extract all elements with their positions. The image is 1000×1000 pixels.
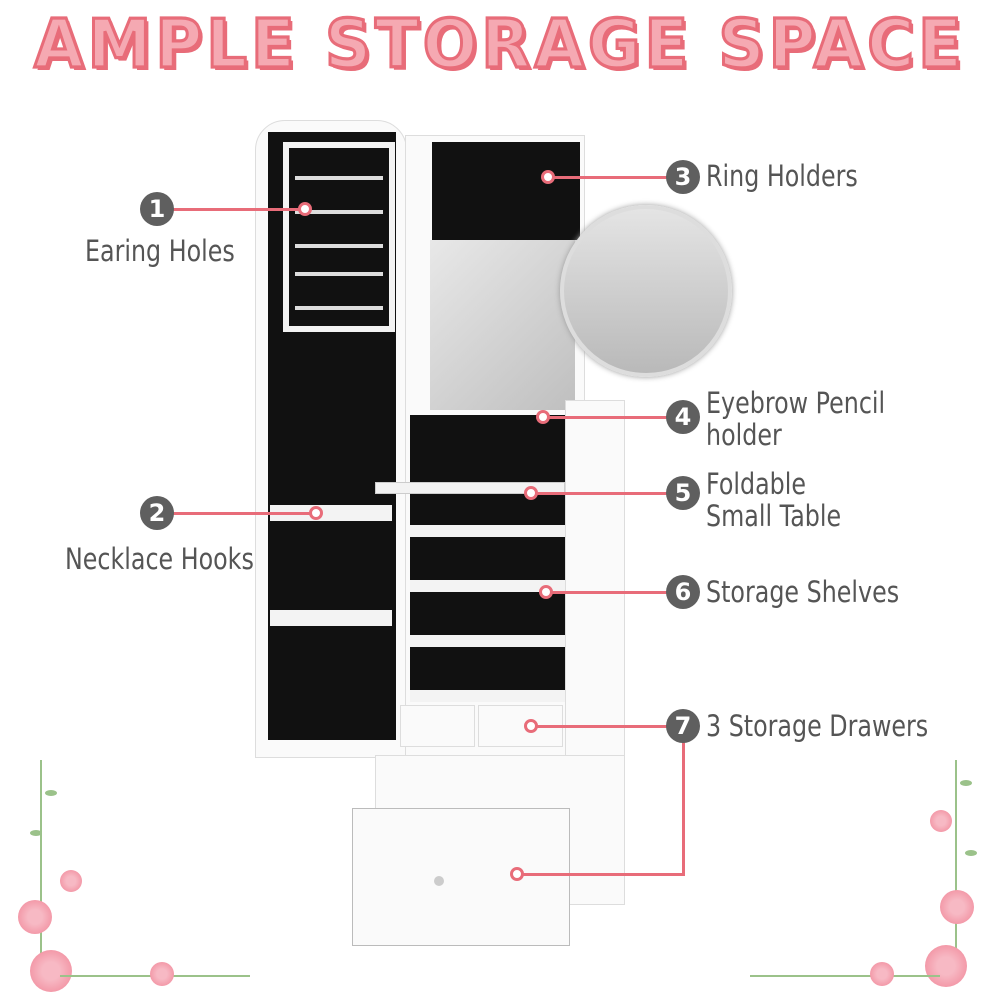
shelf (410, 635, 565, 647)
callout-label-small-table: Small Table (706, 499, 842, 533)
callout-dot (298, 202, 312, 216)
small-drawer (400, 705, 475, 747)
floral-decoration-right (740, 750, 1000, 1000)
callout-badge-7: 7 (666, 709, 700, 743)
callout-dot (541, 170, 555, 184)
storage-interior (410, 415, 565, 700)
callout-line (682, 740, 685, 876)
earring-panel (283, 142, 395, 332)
necklace-hook-bar (270, 505, 392, 521)
foldable-table (375, 482, 565, 494)
callout-dot (510, 867, 524, 881)
callout-badge-6: 6 (666, 575, 700, 609)
page-title: AMPLE STORAGE SPACE (33, 5, 966, 86)
callout-line (533, 725, 670, 728)
callout-label-foldable: Foldable (706, 467, 806, 501)
callout-badge-4: 4 (666, 400, 700, 434)
shelf (410, 580, 565, 592)
callout-line (548, 591, 670, 594)
callout-line (170, 512, 318, 515)
necklace-hook-bar (270, 610, 392, 626)
shelf (410, 690, 565, 702)
callout-label-necklace-hooks: Necklace Hooks (65, 542, 254, 576)
callout-label-eyebrow-pencil-line2: holder (706, 418, 782, 452)
callout-label-earing-holes: Earing Holes (85, 234, 235, 268)
drawer-knob (434, 876, 444, 886)
callout-dot (524, 486, 538, 500)
callout-badge-2: 2 (140, 496, 174, 530)
callout-dot (536, 410, 550, 424)
shelf (410, 525, 565, 537)
callout-label-storage-shelves: Storage Shelves (706, 575, 900, 609)
large-drawer (352, 808, 570, 946)
callout-line (520, 873, 685, 876)
ring-holder-zoom-inset (560, 205, 732, 377)
callout-line (550, 176, 670, 179)
floral-decoration-left (0, 750, 260, 1000)
mirror (430, 240, 575, 410)
callout-dot (539, 585, 553, 599)
callout-badge-3: 3 (666, 160, 700, 194)
callout-label-storage-drawers: 3 Storage Drawers (706, 709, 929, 743)
callout-label-eyebrow-pencil: Eyebrow Pencil (706, 386, 886, 420)
callout-label-ring-holders: Ring Holders (706, 159, 858, 193)
callout-dot (524, 719, 538, 733)
callout-line (170, 208, 308, 211)
callout-line (545, 416, 670, 419)
callout-badge-5: 5 (666, 476, 700, 510)
callout-dot (309, 506, 323, 520)
callout-line (533, 492, 670, 495)
callout-badge-1: 1 (140, 192, 174, 226)
ring-holder-box (432, 142, 580, 240)
